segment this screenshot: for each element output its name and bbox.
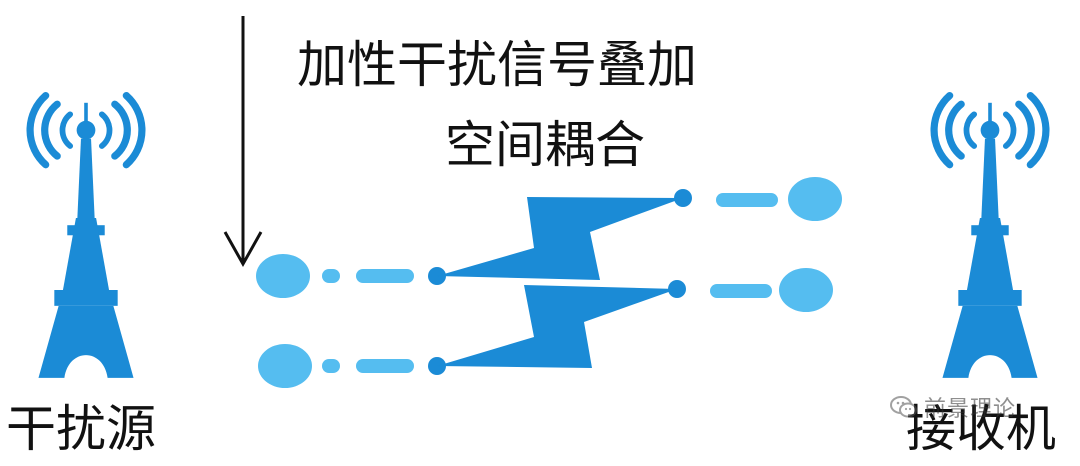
signal-upper [256, 177, 842, 298]
arrow-down-icon [223, 16, 263, 268]
left-tower-label: 干扰源 [6, 400, 156, 458]
watermark-text: 前景理论 [924, 397, 1017, 422]
wechat-icon [890, 396, 917, 418]
lightning-bolt-icon [437, 197, 683, 280]
top-label-line1: 加性干扰信号叠加 [297, 36, 697, 94]
lightning-bolt-icon [437, 285, 677, 368]
right-tower-icon [934, 96, 1046, 378]
watermark: 前景理论 [890, 390, 1040, 424]
signal-node-upper-right [788, 177, 842, 221]
signal-node-lower-right [779, 268, 833, 312]
signal-node-upper-left [256, 254, 310, 298]
right-tower-label: 接收机 [906, 400, 1056, 458]
left-tower-icon [30, 96, 142, 378]
top-label-line2: 空间耦合 [445, 116, 645, 174]
signal-node-lower-left [258, 344, 312, 388]
signal-lower [258, 268, 833, 388]
